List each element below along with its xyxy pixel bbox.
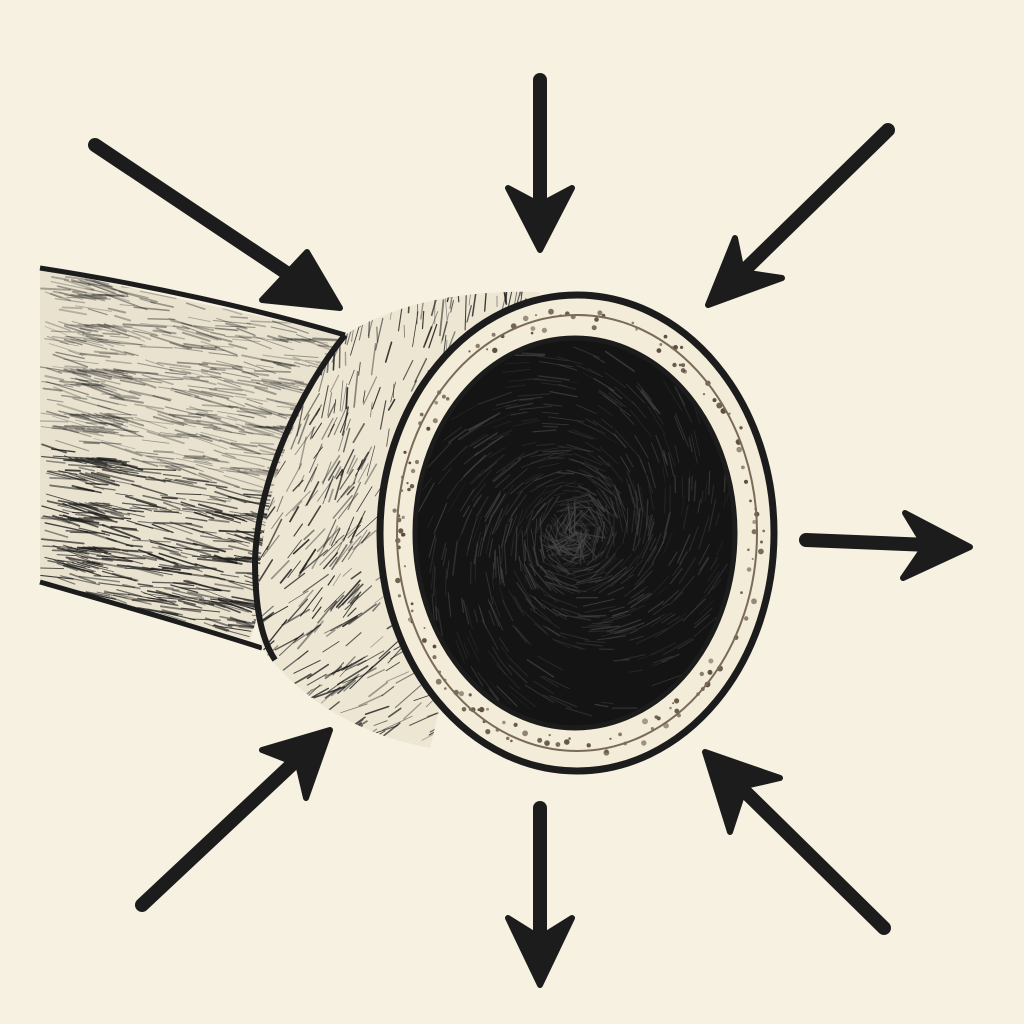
arrow-lower-right-inward (702, 749, 891, 935)
tube-outer-rim (376, 291, 778, 775)
tube-lumen-rim (412, 335, 738, 731)
pressure-arrows (88, 73, 973, 988)
arrow-right-outward (799, 510, 973, 581)
tube-cross-section (376, 291, 778, 775)
arrow-upper-right-inward (705, 123, 895, 308)
tube-top-edge (39, 265, 346, 338)
arrow-lower-left-inward (135, 727, 333, 912)
collar-outline (251, 333, 348, 662)
arrow-top-inward (505, 73, 575, 253)
arrow-upper-left-inward (88, 138, 343, 311)
arrow-bottom-outward (505, 801, 575, 988)
tube-inner-rim-line (396, 314, 758, 752)
tube-bottom-edge (39, 579, 263, 651)
